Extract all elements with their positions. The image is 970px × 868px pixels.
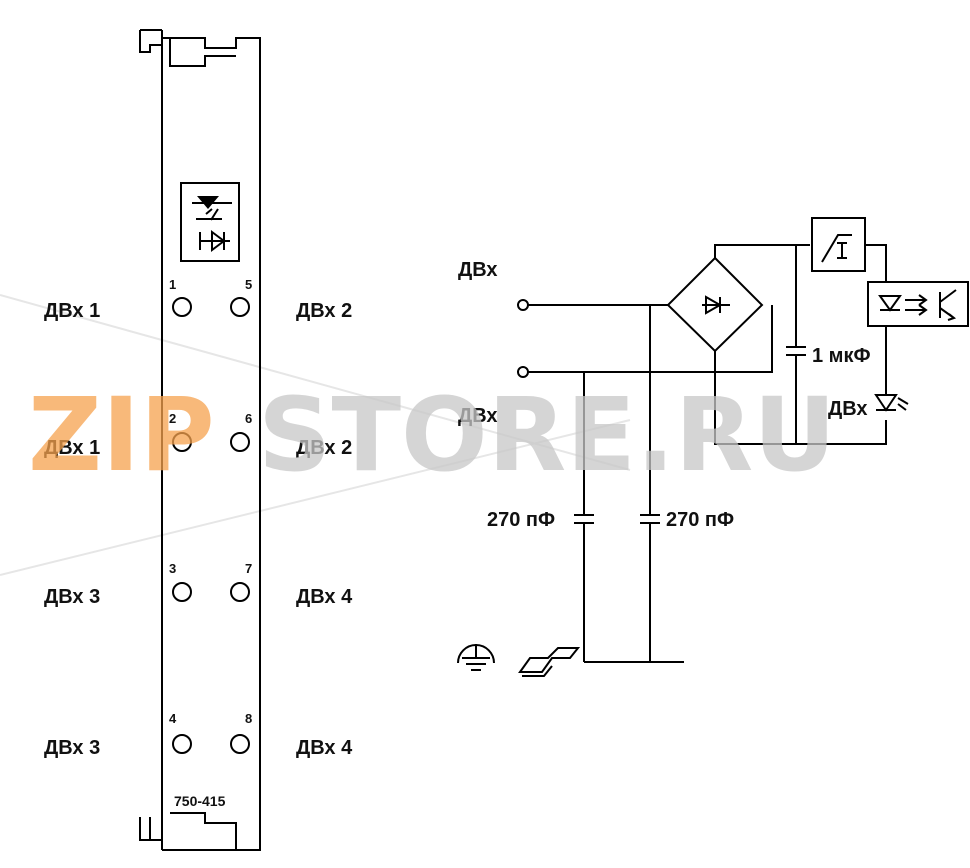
watermark: ZIP STORE.RU (28, 376, 836, 495)
terminal-label-left: ДВх 3 (44, 737, 100, 759)
capacitor-270pf-2: 270 пФ (640, 305, 734, 662)
terminal-label-right: ДВх 2 (296, 437, 352, 459)
capacitor-1uf: 1 мкФ (786, 245, 871, 444)
terminal-number: 5 (245, 277, 252, 292)
terminal-number: 3 (169, 561, 176, 576)
terminal-block: ДВх 1 1 5 ДВх 2 ДВх 1 2 6 ДВх 2 ДВх 3 3 … (44, 277, 353, 759)
terminal-number: 6 (245, 411, 252, 426)
terminal-number: 8 (245, 711, 252, 726)
watermark-part2: STORE.RU (258, 376, 836, 495)
din-rail-icon (518, 647, 581, 677)
watermark-part1: ZIP (28, 376, 215, 495)
terminal-connector[interactable] (230, 432, 250, 452)
led-label: ДВх (828, 398, 868, 420)
cap-2-label: 270 пФ (666, 509, 734, 531)
module-model-number: 750-415 (174, 793, 226, 809)
terminal-connector[interactable] (172, 297, 192, 317)
capacitor-270pf-1: 270 пФ (487, 372, 594, 662)
input-bottom-label: ДВх (458, 405, 498, 427)
cap-main-label: 1 мкФ (812, 345, 871, 367)
input-terminal-top (517, 299, 529, 311)
terminal-row-2: ДВх 1 2 6 ДВх 2 (44, 411, 352, 459)
terminal-label-right: ДВх 4 (296, 586, 353, 608)
schmitt-trigger-icon (811, 217, 866, 272)
bridge-rectifier-icon (666, 256, 764, 353)
terminal-number: 2 (169, 411, 176, 426)
terminal-connector[interactable] (172, 432, 192, 452)
terminal-connector[interactable] (172, 582, 192, 602)
terminal-row-1: ДВх 1 1 5 ДВх 2 (44, 277, 352, 322)
terminal-row-4: ДВх 3 4 8 ДВх 4 (44, 711, 353, 759)
cap-1-label: 270 пФ (487, 509, 555, 531)
terminal-connector[interactable] (230, 297, 250, 317)
terminal-number: 7 (245, 561, 252, 576)
terminal-number: 1 (169, 277, 176, 292)
terminal-row-3: ДВх 3 3 7 ДВх 4 (44, 561, 353, 608)
terminal-connector[interactable] (230, 734, 250, 754)
terminal-connector[interactable] (172, 734, 192, 754)
terminal-connector[interactable] (230, 582, 250, 602)
terminal-label-left: ДВх 1 (44, 437, 100, 459)
input-top-label: ДВх (458, 259, 498, 281)
digital-input-module-icon (180, 182, 240, 262)
terminal-label-right: ДВх 4 (296, 737, 353, 759)
terminal-label-left: ДВх 3 (44, 586, 100, 608)
terminal-number: 4 (169, 711, 177, 726)
led-icon: ДВх (828, 326, 909, 420)
protective-earth-icon (457, 644, 495, 671)
watermark-lines (0, 294, 631, 576)
module-housing (139, 29, 261, 851)
terminal-label-left: ДВх 1 (44, 300, 100, 322)
input-circuit-schematic: ДВх ДВх 1 мкФ (457, 217, 969, 677)
terminal-label-right: ДВх 2 (296, 300, 352, 322)
optocoupler-icon (867, 281, 969, 327)
